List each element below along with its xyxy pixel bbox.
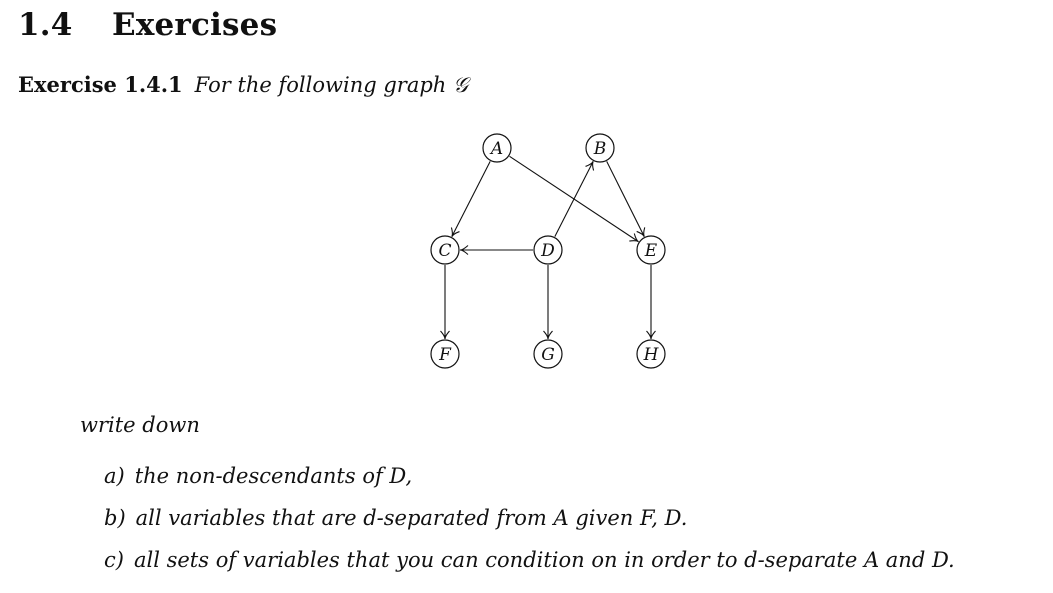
question-a: a) the non-descendants of D, <box>104 461 412 491</box>
node-label: B <box>593 139 607 159</box>
question-marker: a) <box>104 464 125 488</box>
question-text: the non-descendants of D, <box>134 464 413 488</box>
node-label: H <box>643 345 660 365</box>
graph-edges <box>440 155 656 340</box>
node-g: G <box>533 339 563 369</box>
node-circle <box>430 339 460 369</box>
arrowhead-g <box>543 330 553 340</box>
section-heading: 1.4 Exercises <box>18 4 277 46</box>
exercise-header: Exercise 1.4.1 For the following graph 𝒢 <box>18 70 468 100</box>
arrowhead-f <box>440 330 450 340</box>
arrowhead-h <box>646 330 656 340</box>
node-label: G <box>541 345 555 365</box>
section-number: 1.4 <box>18 7 73 43</box>
question-b: b) all variables that are d-separated fro… <box>104 503 687 533</box>
node-e: E <box>636 235 666 265</box>
edge-b-e <box>606 161 645 237</box>
question-marker: b) <box>104 506 126 530</box>
node-label: A <box>489 139 503 159</box>
node-c: C <box>430 235 460 265</box>
node-circle <box>482 133 512 163</box>
arrowhead-e <box>629 233 639 243</box>
section-title: Exercises <box>112 7 278 43</box>
graph-nodes: A B C D E F G H <box>430 133 666 369</box>
instruction-text: write down <box>80 413 200 437</box>
node-circle <box>533 339 563 369</box>
node-f: F <box>430 339 460 369</box>
arrowhead-c <box>459 245 469 255</box>
node-label: D <box>540 241 555 261</box>
question-text: all sets of variables that you can condi… <box>133 548 955 572</box>
node-a: A <box>482 133 512 163</box>
edge-a-c <box>451 161 491 237</box>
node-h: H <box>636 339 666 369</box>
node-d: D <box>533 235 563 265</box>
node-circle <box>585 133 615 163</box>
node-label: C <box>438 241 451 261</box>
question-marker: c) <box>104 548 124 572</box>
exercise-prompt: For the following graph 𝒢 <box>194 73 468 97</box>
node-label: E <box>644 241 658 261</box>
edge-d-b <box>554 161 594 237</box>
question-c: c) all sets of variables that you can con… <box>104 545 955 575</box>
node-circle <box>430 235 460 265</box>
node-circle <box>636 235 666 265</box>
question-text: all variables that are d-separated from … <box>135 506 688 530</box>
node-label: F <box>438 345 452 365</box>
arrowhead-b <box>585 161 595 171</box>
node-circle <box>636 339 666 369</box>
arrowhead-c <box>450 227 460 237</box>
node-circle <box>533 235 563 265</box>
node-b: B <box>585 133 615 163</box>
exercise-label: Exercise 1.4.1 <box>18 72 183 97</box>
